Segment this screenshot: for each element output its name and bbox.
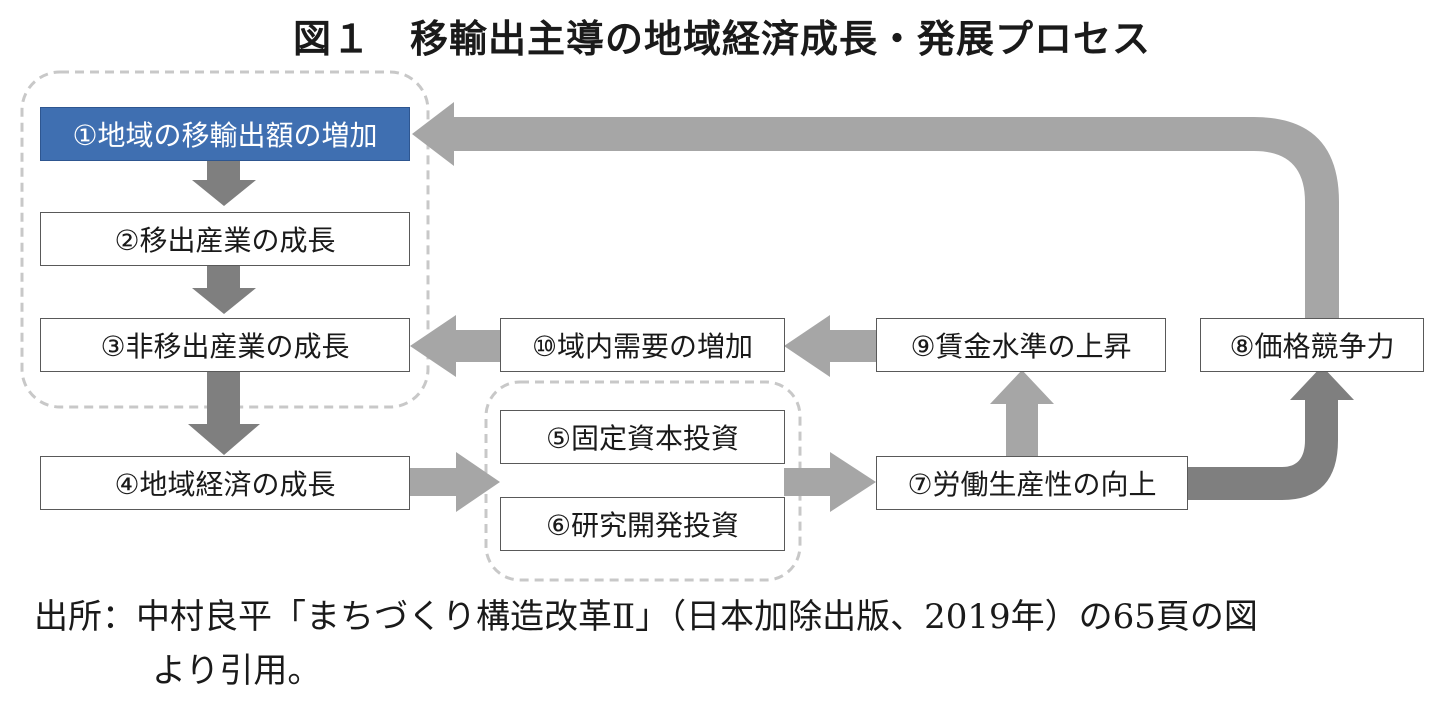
node-5-fixed-capital-investment: ⑤固定資本投資 — [500, 410, 785, 464]
node-3-nonexport-industry-growth: ③非移出産業の成長 — [40, 318, 410, 372]
arrow-7-to-8 — [1188, 366, 1354, 500]
node-6-rnd-investment: ⑥研究開発投資 — [500, 497, 785, 551]
arrow-7-to-9 — [990, 370, 1054, 456]
source-note: 出所：中村良平「まちづくり構造改革Ⅱ」（日本加除出版、2019年）の65頁の図 … — [34, 590, 1424, 698]
arrow-9-to-10 — [784, 315, 876, 377]
node-4-regional-economy-growth: ④地域経済の成長 — [40, 456, 410, 510]
source-line-2: より引用。 — [152, 651, 322, 691]
arrow-10-to-3 — [410, 315, 500, 377]
arrow-8-to-1 — [412, 102, 1339, 318]
source-line-1: 出所：中村良平「まちづくり構造改革Ⅱ」（日本加除出版、2019年）の65頁の図 — [34, 597, 1258, 637]
node-8-price-competitiveness: ⑧価格競争力 — [1200, 318, 1424, 372]
arrow-3-to-4 — [188, 371, 260, 455]
node-7-labor-productivity: ⑦労働生産性の向上 — [876, 456, 1188, 510]
arrow-4-to-investment — [410, 452, 500, 512]
arrow-2-to-3 — [192, 266, 256, 314]
diagram-title: 図１ 移輸出主導の地域経済成長・発展プロセス — [292, 17, 1151, 61]
node-9-wage-level-rise: ⑨賃金水準の上昇 — [876, 318, 1166, 372]
arrow-1-to-2 — [192, 160, 256, 206]
node-10-regional-demand-increase: ⑩域内需要の増加 — [500, 318, 785, 372]
node-1-export-increase: ①地域の移輸出額の増加 — [40, 107, 410, 161]
node-2-export-industry-growth: ②移出産業の成長 — [40, 212, 410, 266]
arrow-investment-to-7 — [784, 452, 876, 512]
